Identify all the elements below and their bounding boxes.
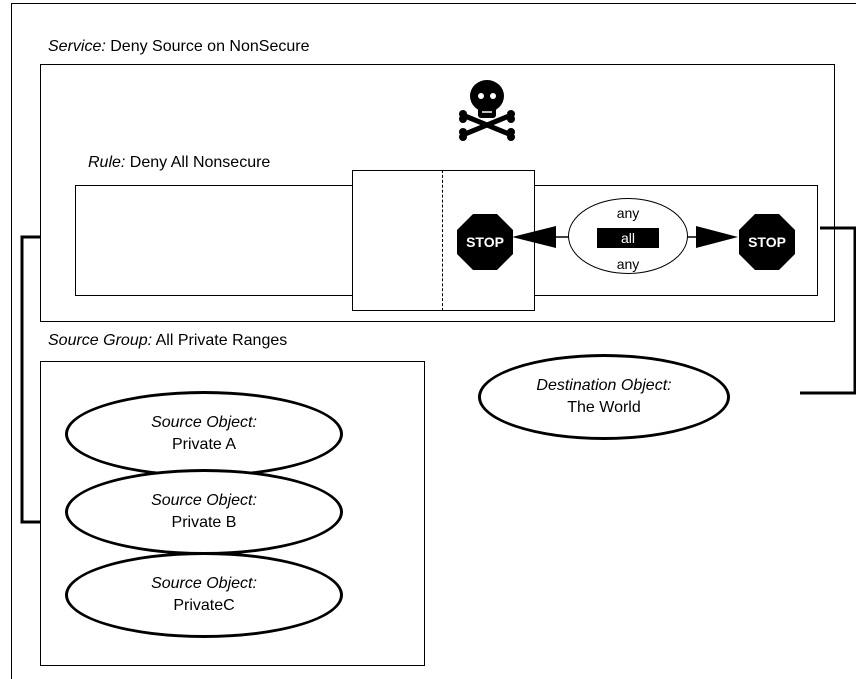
source-object[interactable]: Source Object: Private B [65,469,343,555]
source-object-value: PrivateC [173,597,235,614]
destination-object[interactable]: Destination Object: The World [478,354,730,440]
source-group-label: Source Group: All Private Ranges [48,333,287,349]
source-group-label-value: All Private Ranges [152,332,288,349]
source-object-value: Private A [171,436,237,453]
rule-label-key: Rule: [88,154,126,171]
connector-top-label: any [616,205,640,221]
service-label-key: Service: [48,38,106,55]
source-object[interactable]: Source Object: PrivateC [65,552,343,638]
connector-middle-label: all [597,228,659,248]
stop-sign-left-text: STOP [466,234,504,250]
stop-sign-right-text: STOP [748,234,786,250]
source-object-value: Private B [171,514,237,531]
source-object-key: Source Object: [151,492,257,509]
service-label-value: Deny Source on NonSecure [105,38,310,55]
destination-object-value: The World [567,399,641,416]
rule-label-value: Deny All Nonsecure [125,154,271,171]
destination-object-key: Destination Object: [536,377,672,394]
service-label: Service: Deny Source on NonSecure [48,39,309,55]
rule-action-divider [442,170,443,311]
source-object[interactable]: Source Object: Private A [65,391,343,477]
source-object-key: Source Object: [151,575,257,592]
source-group-label-key: Source Group: [48,332,153,349]
connector-bottom-label: any [616,256,640,272]
rule-label: Rule: Deny All Nonsecure [88,155,270,171]
source-object-key: Source Object: [151,414,257,431]
